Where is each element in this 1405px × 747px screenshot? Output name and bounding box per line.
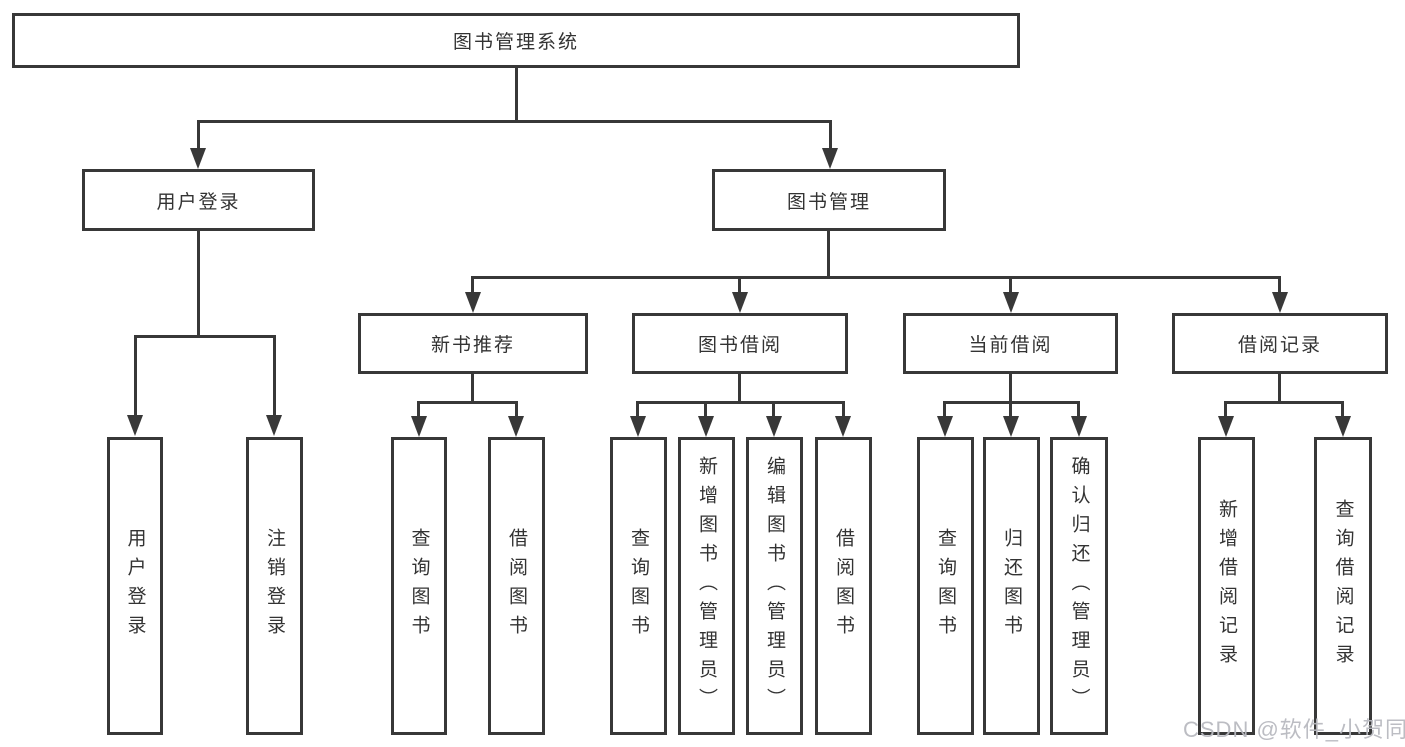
leaf-label: 归还图书 [1001,528,1022,644]
connector-line [738,276,741,293]
leaf-edit-books-admin: 编辑图书（管理员） [746,437,803,735]
connector-line [704,401,707,417]
leaf-label: 查询借阅记录 [1332,499,1354,673]
leaf-label: 借阅图书 [833,528,854,644]
connector-line [1341,401,1344,417]
node-label: 借阅记录 [1237,335,1322,356]
connector-arrowhead [937,416,953,437]
connector-arrowhead [508,416,524,437]
connector-line [197,231,200,337]
connector-arrowhead [835,416,851,437]
connector-line [417,401,420,417]
leaf-label: 查询图书 [628,528,649,644]
connector-line [1278,374,1281,403]
connector-line [197,120,200,149]
node-borrowing-records: 借阅记录 [1172,313,1388,374]
connector-arrowhead [190,148,206,169]
node-library-management-system: 图书管理系统 [12,13,1020,68]
connector-line [273,335,276,416]
leaf-add-borrow-record: 新增借阅记录 [1198,437,1255,735]
connector-arrowhead [630,416,646,437]
leaf-confirm-return-admin: 确认归还（管理员） [1050,437,1108,735]
connector-line [515,401,518,417]
connector-arrowhead [411,416,427,437]
leaf-user-login: 用户登录 [107,437,163,735]
leaf-borrow-books-1: 借阅图书 [488,437,545,735]
leaf-borrow-books-2: 借阅图书 [815,437,872,735]
leaf-label: 注销登录 [264,528,285,644]
connector-line [134,335,276,338]
connector-arrowhead [465,292,481,313]
connector-arrowhead [266,415,282,436]
connector-line [636,401,845,404]
leaf-logout: 注销登录 [246,437,303,735]
leaf-label: 借阅图书 [506,528,527,644]
connector-line [515,66,518,122]
connector-line [943,401,946,417]
connector-arrowhead [1003,292,1019,313]
connector-arrowhead [127,415,143,436]
leaf-query-borrow-record: 查询借阅记录 [1314,437,1372,735]
connector-arrowhead [766,416,782,437]
connector-line [1278,276,1281,293]
connector-arrowhead [1071,416,1087,437]
connector-line [1009,374,1012,403]
connector-line [134,335,137,416]
connector-arrowhead [732,292,748,313]
leaf-query-books-2: 查询图书 [610,437,667,735]
leaf-label: 新增借阅记录 [1216,499,1237,673]
leaf-label: 新增图书（管理员） [696,455,717,717]
connector-line [1009,401,1012,417]
leaf-return-books: 归还图书 [983,437,1040,735]
connector-line [827,231,830,278]
connector-line [1224,401,1344,404]
connector-line [829,120,832,149]
connector-arrowhead [1335,416,1351,437]
leaf-query-books-3: 查询图书 [917,437,974,735]
connector-line [471,276,1281,279]
node-label: 图书管理系统 [452,32,579,53]
leaf-label: 用户登录 [124,528,146,644]
connector-line [417,401,518,404]
connector-arrowhead [698,416,714,437]
node-current-borrowing: 当前借阅 [903,313,1118,374]
leaf-label: 确认归还（管理员） [1068,455,1090,717]
connector-arrowhead [1003,416,1019,437]
connector-line [471,276,474,293]
connector-line [772,401,775,417]
node-book-borrowing: 图书借阅 [632,313,848,374]
leaf-label: 编辑图书（管理员） [764,455,785,717]
connector-line [738,374,741,403]
connector-line [1224,401,1227,417]
csdn-watermark: CSDN @软件_小贺同学 [1183,717,1405,742]
node-new-book-recommendation: 新书推荐 [358,313,588,374]
connector-arrowhead [1218,416,1234,437]
connector-line [471,374,474,403]
connector-arrowhead [1272,292,1288,313]
leaf-add-books-admin: 新增图书（管理员） [678,437,735,735]
node-label: 图书借阅 [697,335,782,356]
node-label: 当前借阅 [968,335,1053,356]
node-label: 图书管理 [786,191,871,213]
connector-line [197,120,832,123]
node-user-login: 用户登录 [82,169,315,231]
connector-arrowhead [822,148,838,169]
node-label: 新书推荐 [430,335,515,356]
node-book-management: 图书管理 [712,169,946,231]
connector-line [842,401,845,417]
leaf-label: 查询图书 [935,528,956,644]
connector-line [1009,276,1012,293]
connector-line [636,401,639,417]
connector-line [1077,401,1080,417]
node-label: 用户登录 [156,191,241,213]
leaf-label: 查询图书 [408,528,430,644]
leaf-query-books-1: 查询图书 [391,437,447,735]
